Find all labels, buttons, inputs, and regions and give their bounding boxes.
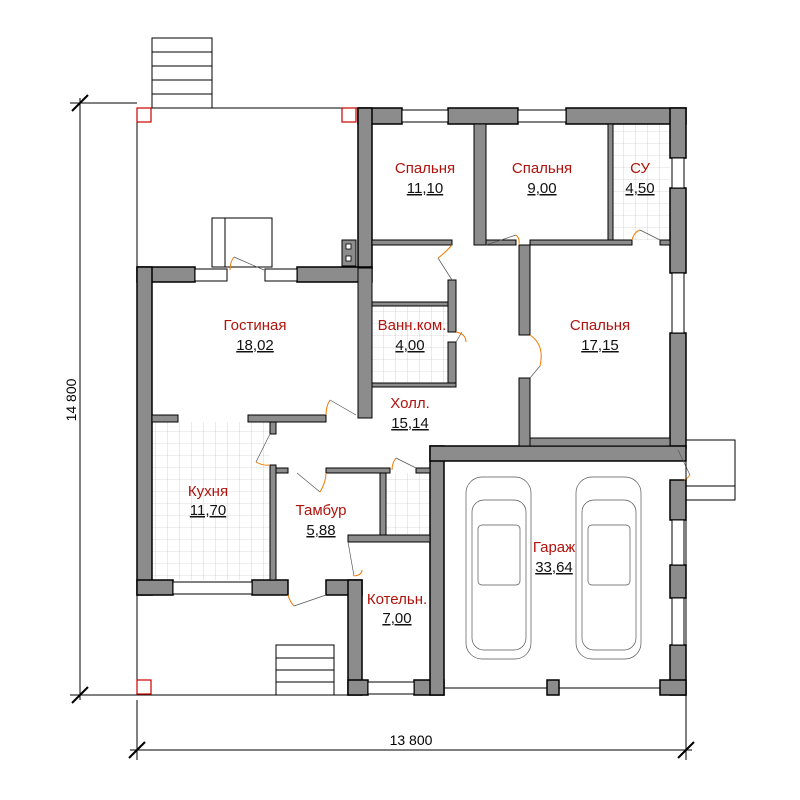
svg-text:Спальня: Спальня <box>570 317 630 334</box>
car-right <box>575 476 642 660</box>
room-bedroom-3: Спальня 17,15 <box>570 317 630 354</box>
svg-text:5,88: 5,88 <box>306 522 335 539</box>
svg-text:33,64: 33,64 <box>535 559 573 576</box>
svg-text:7,00: 7,00 <box>382 610 411 627</box>
room-bathroom: Ванн.ком. 4,00 <box>378 317 447 354</box>
svg-text:Кухня: Кухня <box>188 483 228 500</box>
svg-text:Гостиная: Гостиная <box>224 317 287 334</box>
svg-text:11,70: 11,70 <box>190 502 226 519</box>
su-floor-tiles <box>612 124 670 240</box>
svg-text:18,02: 18,02 <box>236 337 274 354</box>
column-markers <box>136 107 357 695</box>
svg-text:15,14: 15,14 <box>391 415 429 432</box>
car-left <box>465 476 532 660</box>
door-swings <box>229 229 691 607</box>
ventilation-shaft <box>345 243 352 262</box>
side-stairs <box>686 439 736 501</box>
room-bedroom-2: Спальня 9,00 <box>512 160 572 197</box>
room-garage: Гараж 33,64 <box>533 539 575 576</box>
exterior-walls <box>136 107 687 696</box>
room-living: Гостиная 18,02 <box>224 317 287 354</box>
svg-text:14 800: 14 800 <box>63 378 79 421</box>
terrace-outline <box>136 107 358 696</box>
interior-walls <box>151 123 671 581</box>
svg-text:11,10: 11,10 <box>407 180 443 197</box>
svg-text:Тамбур: Тамбур <box>296 502 347 519</box>
room-vestibule: Тамбур 5,88 <box>296 502 347 539</box>
svg-text:СУ: СУ <box>630 160 650 177</box>
room-boiler: Котельн. 7,00 <box>367 591 427 627</box>
dimension-horizontal: 13 800 <box>128 440 695 760</box>
svg-text:Ванн.ком.: Ванн.ком. <box>378 317 447 334</box>
svg-text:Спальня: Спальня <box>512 160 572 177</box>
svg-text:13 800: 13 800 <box>390 732 433 748</box>
kitchen-floor-tiles <box>152 422 270 580</box>
svg-text:Котельн.: Котельн. <box>367 591 427 608</box>
svg-text:4,00: 4,00 <box>395 337 424 354</box>
svg-text:4,50: 4,50 <box>625 180 654 197</box>
dimension-vertical: 14 800 <box>63 94 137 704</box>
room-bedroom-1: Спальня 11,10 <box>395 160 455 197</box>
room-kitchen: Кухня 11,70 <box>188 483 228 519</box>
stairs-bottom <box>275 644 335 696</box>
bath-floor-tiles <box>372 306 448 383</box>
svg-text:9,00: 9,00 <box>527 180 556 197</box>
svg-text:Гараж: Гараж <box>533 539 575 556</box>
svg-text:17,15: 17,15 <box>581 337 619 354</box>
stairs-top <box>151 37 213 109</box>
svg-text:Холл.: Холл. <box>390 395 430 412</box>
room-hall: Холл. 15,14 <box>390 395 430 432</box>
svg-text:Спальня: Спальня <box>395 160 455 177</box>
utility-floor-tiles <box>386 473 430 535</box>
windows <box>172 109 685 695</box>
room-wc: СУ 4,50 <box>625 160 654 197</box>
